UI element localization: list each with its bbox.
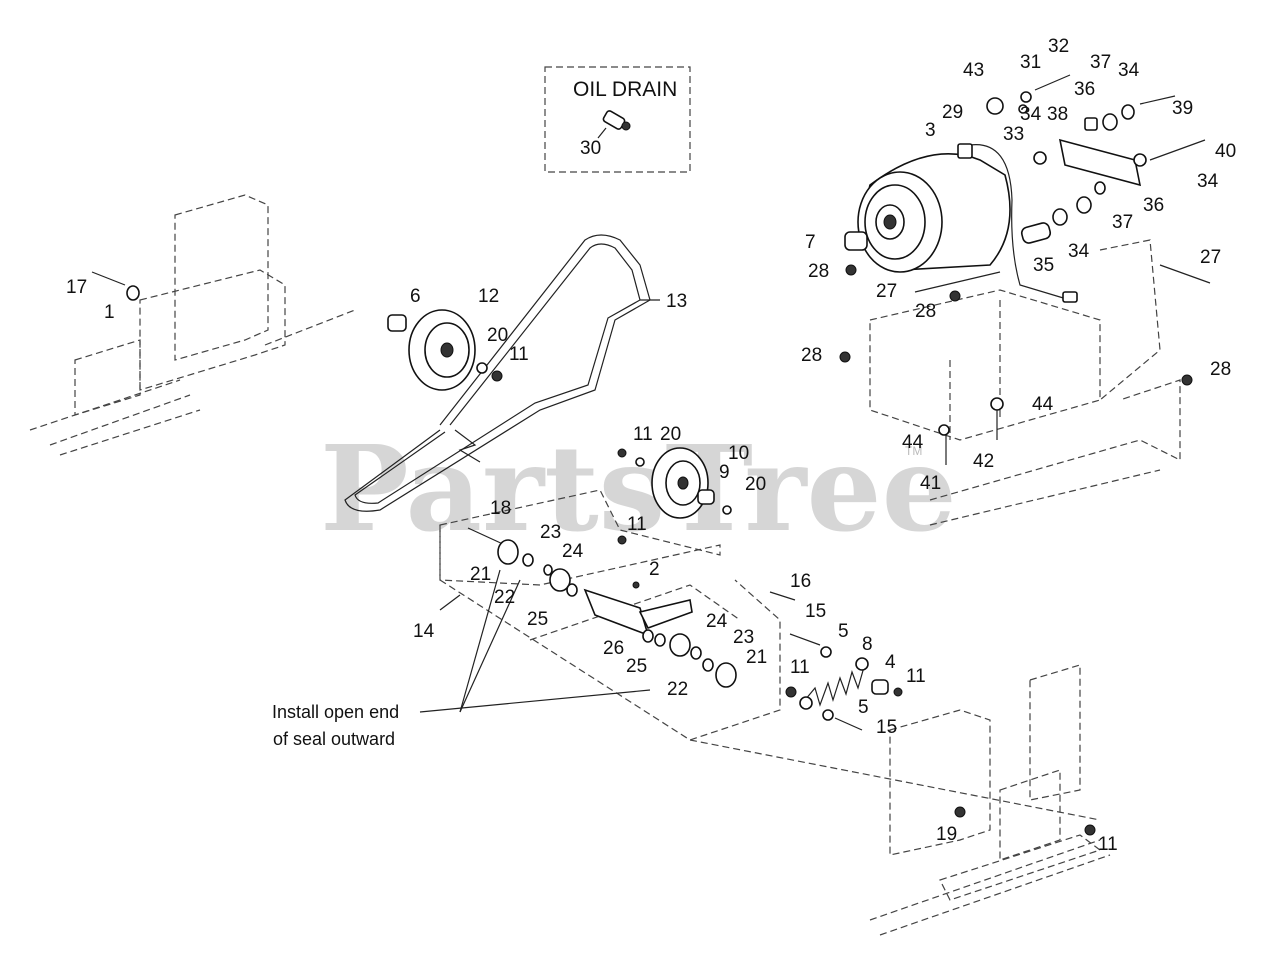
callout-22: 22 xyxy=(494,587,515,608)
callout-38: 38 xyxy=(1047,104,1068,125)
idler-pulley-10 xyxy=(617,447,732,545)
callout-34: 34 xyxy=(1068,241,1090,262)
callout-21: 21 xyxy=(746,647,767,668)
callout-34: 34 xyxy=(1020,104,1042,125)
callout-35: 35 xyxy=(1033,255,1054,276)
callout-26: 26 xyxy=(603,638,624,659)
callout-43: 43 xyxy=(963,60,984,81)
callout-27: 27 xyxy=(1200,247,1221,268)
callout-39: 39 xyxy=(1172,98,1193,119)
callout-20: 20 xyxy=(660,424,681,445)
leader-lines xyxy=(419,299,660,713)
callout-32: 32 xyxy=(1048,36,1069,57)
callout-25: 25 xyxy=(527,609,548,630)
callout-23: 23 xyxy=(540,522,561,543)
oil-drain-callout: 30 xyxy=(580,138,601,159)
callout-15: 15 xyxy=(876,717,897,738)
callout-20: 20 xyxy=(745,474,766,495)
callout-23: 23 xyxy=(733,627,754,648)
callout-34: 34 xyxy=(1118,60,1140,81)
callout-11: 11 xyxy=(1098,834,1118,855)
callout-22: 22 xyxy=(667,679,688,700)
note-line-1: Install open end xyxy=(272,702,399,722)
callout-28: 28 xyxy=(801,345,822,366)
callout-18: 18 xyxy=(490,498,511,519)
callout-28: 28 xyxy=(808,261,829,282)
oil-drain-valve-icon xyxy=(602,110,631,131)
callout-16: 16 xyxy=(790,571,811,592)
callout-1: 1 xyxy=(104,302,115,323)
callout-33: 33 xyxy=(1003,124,1024,145)
callout-4: 4 xyxy=(885,652,896,673)
callout-10: 10 xyxy=(728,443,749,464)
watermark-text: PartsTree xyxy=(320,419,957,558)
right-lower-frame xyxy=(869,664,1111,936)
oil-drain-inset: OIL DRAIN 30 xyxy=(544,66,691,173)
callout-12: 12 xyxy=(478,286,499,307)
callout-36: 36 xyxy=(1143,195,1164,216)
callout-14: 14 xyxy=(413,621,435,642)
v-belt xyxy=(344,234,651,512)
idler-arm-assembly xyxy=(467,527,796,688)
callout-15: 15 xyxy=(805,601,826,622)
callout-44: 44 xyxy=(1032,394,1054,415)
callout-34: 34 xyxy=(1197,171,1219,192)
callout-11: 11 xyxy=(790,657,810,678)
callout-42: 42 xyxy=(973,451,994,472)
callout-5: 5 xyxy=(838,621,849,642)
callout-9: 9 xyxy=(719,462,730,483)
electric-clutch xyxy=(844,143,1078,303)
callout-36: 36 xyxy=(1074,79,1095,100)
bolt-17 xyxy=(91,271,140,301)
left-frame-bracket xyxy=(29,194,356,456)
callout-8: 8 xyxy=(862,634,873,655)
callout-29: 29 xyxy=(942,102,963,123)
callout-41: 41 xyxy=(920,473,941,494)
callout-17: 17 xyxy=(66,277,87,298)
callout-27: 27 xyxy=(876,281,897,302)
callout-11: 11 xyxy=(906,666,926,687)
callout-37: 37 xyxy=(1090,52,1111,73)
callout-3: 3 xyxy=(925,120,936,141)
callout-labels: 43 31 32 37 34 36 39 29 3 34 38 33 40 34… xyxy=(66,36,1236,855)
clutch-bracket-hardware xyxy=(839,74,1211,465)
trademark-mark: TM xyxy=(905,444,922,458)
callout-25: 25 xyxy=(626,656,647,677)
callout-11: 11 xyxy=(509,344,529,365)
callout-5: 5 xyxy=(858,697,869,718)
oil-drain-title: OIL DRAIN xyxy=(573,78,677,101)
note-line-2: of seal outward xyxy=(273,729,395,749)
callout-11: 11 xyxy=(627,514,647,535)
idler-arm-outline xyxy=(439,489,1101,821)
callout-24: 24 xyxy=(562,541,584,562)
callout-11: 11 xyxy=(633,424,653,445)
tension-spring xyxy=(785,633,1096,836)
callout-24: 24 xyxy=(706,611,728,632)
callout-28: 28 xyxy=(915,301,936,322)
callout-37: 37 xyxy=(1112,212,1133,233)
seal-install-note: Install open end of seal outward xyxy=(272,702,399,749)
callout-7: 7 xyxy=(805,232,816,253)
callout-28: 28 xyxy=(1210,359,1231,380)
callout-44: 44 xyxy=(902,432,924,453)
callout-2: 2 xyxy=(649,559,660,580)
idler-pulley-12 xyxy=(387,309,503,391)
callout-20: 20 xyxy=(487,325,508,346)
callout-6: 6 xyxy=(410,286,421,307)
callout-19: 19 xyxy=(936,824,957,845)
callout-40: 40 xyxy=(1215,141,1236,162)
callout-21: 21 xyxy=(470,564,491,585)
callout-31: 31 xyxy=(1020,52,1041,73)
callout-13: 13 xyxy=(666,291,687,312)
